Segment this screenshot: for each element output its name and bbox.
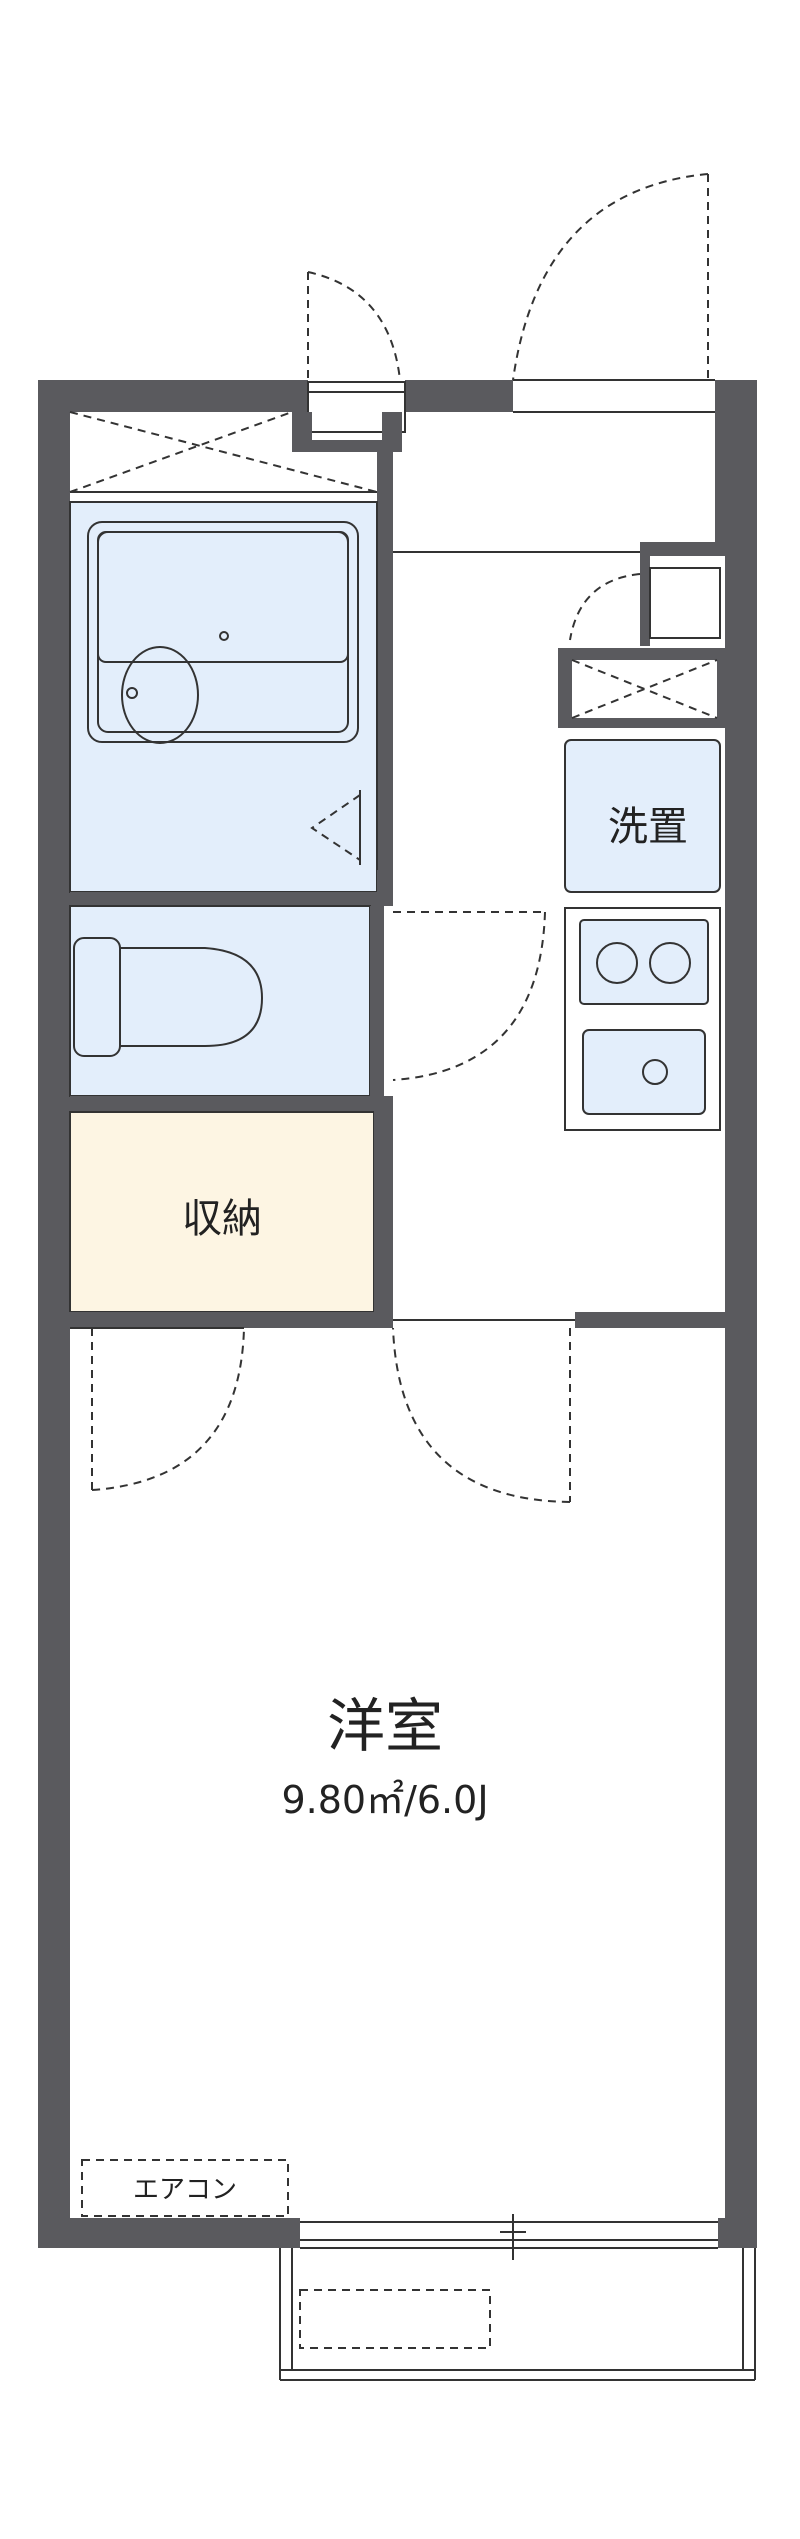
top-structures bbox=[292, 173, 757, 542]
outer-walls bbox=[38, 380, 757, 2248]
storage-room bbox=[69, 1111, 375, 1313]
room-doors bbox=[70, 1327, 571, 1503]
aircon-label: エアコン bbox=[133, 2175, 237, 2205]
balcony bbox=[279, 2214, 756, 2381]
western-room: 洋室 9.80㎡/6.0J bbox=[281, 1692, 488, 1822]
room-area-western: 9.80㎡/6.0J bbox=[281, 1778, 488, 1822]
kitchen-hall bbox=[393, 542, 725, 1131]
toilet-room bbox=[69, 905, 546, 1097]
room-name-western: 洋室 bbox=[327, 1692, 443, 1760]
aircon-unit: エアコン bbox=[81, 2159, 289, 2217]
bathroom bbox=[69, 411, 393, 893]
room-name-washer: 洗置 bbox=[608, 804, 688, 850]
room-name-storage: 収納 bbox=[182, 1196, 262, 1242]
